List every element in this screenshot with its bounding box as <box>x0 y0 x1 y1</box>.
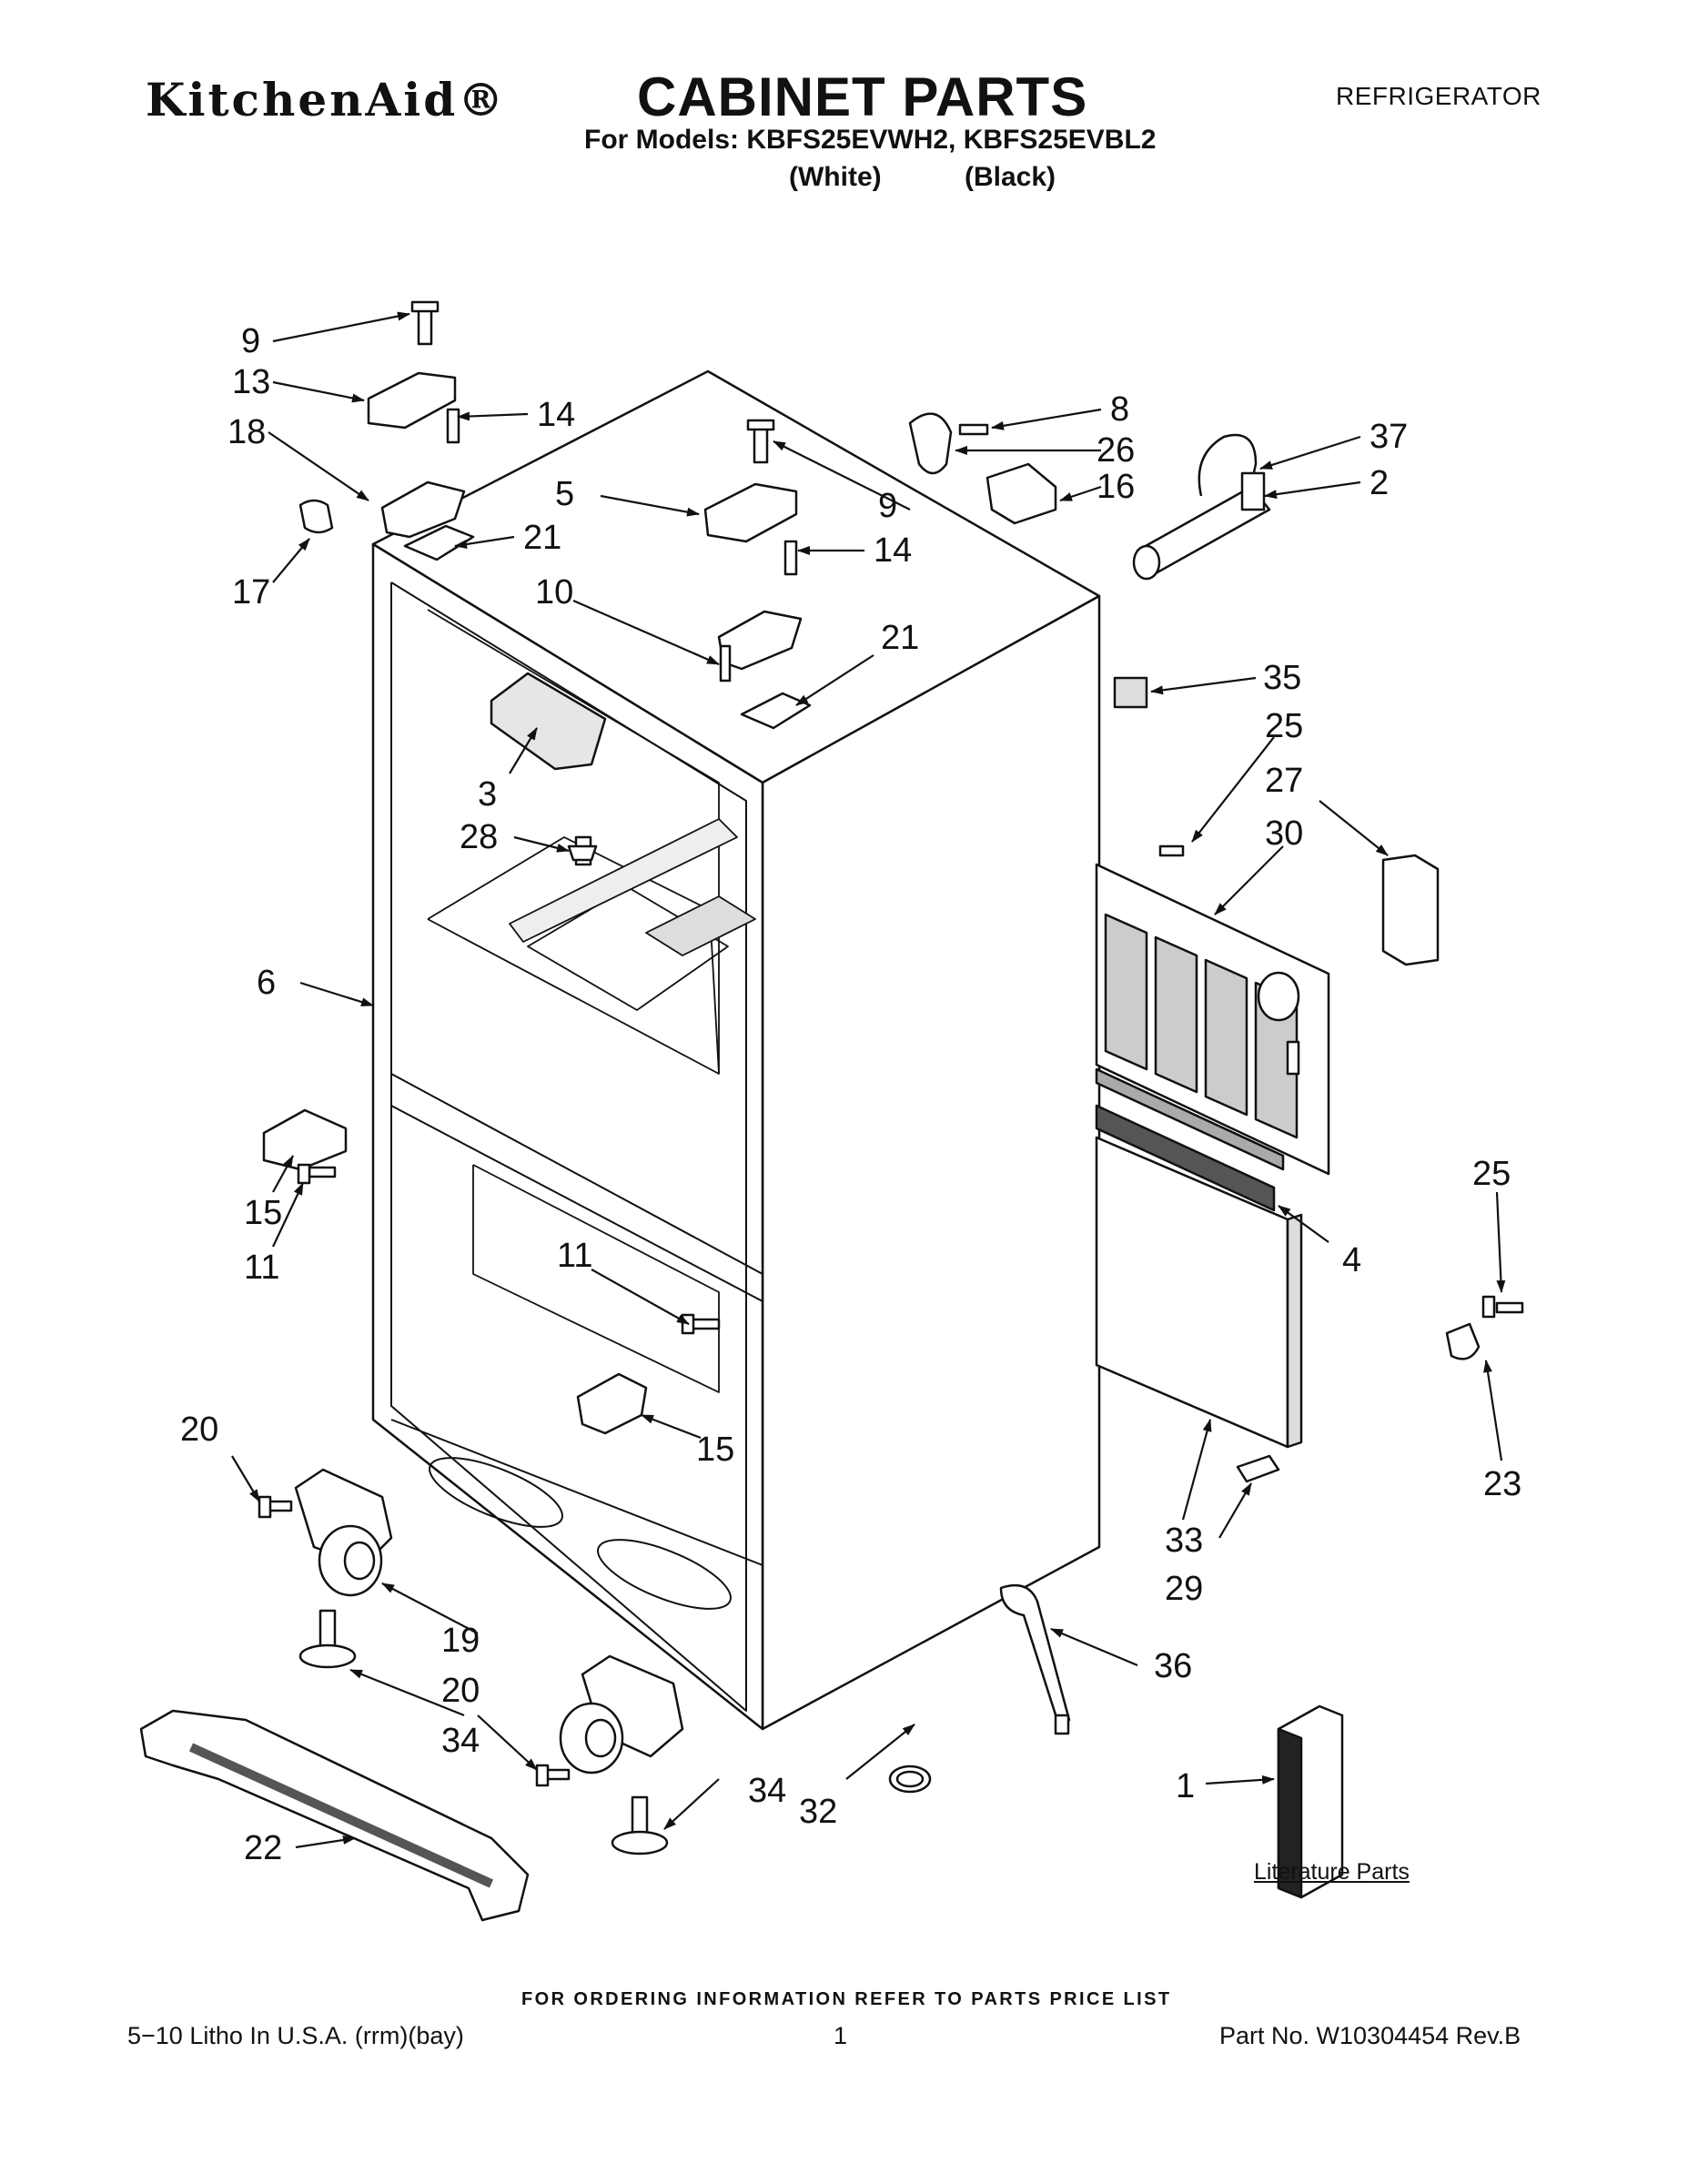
wrench-tool <box>999 1583 1071 1735</box>
callout-32: 32 <box>799 1793 837 1831</box>
callout-5: 5 <box>555 475 574 513</box>
callout-34-left: 34 <box>441 1722 480 1760</box>
callout-35: 35 <box>1263 659 1301 697</box>
models-line: For Models: KBFS25EVWH2, KBFS25EVBL2 <box>584 125 1157 155</box>
callout-1: 1 <box>1176 1767 1195 1805</box>
filler-strip <box>1095 1067 1285 1212</box>
callout-8: 8 <box>1110 390 1129 429</box>
callout-25-lower: 25 <box>1472 1155 1511 1193</box>
literature-parts-label: Literature Parts <box>1254 1859 1410 1885</box>
model-color-white: (White) <box>789 162 882 192</box>
callout-17: 17 <box>232 573 270 612</box>
model-color-black: (Black) <box>965 162 1056 192</box>
top-right-hinge <box>703 419 812 730</box>
toe-grille <box>139 1709 530 1922</box>
drain-grommet <box>888 1764 932 1794</box>
callout-23: 23 <box>1483 1465 1521 1503</box>
callout-25-upper: 25 <box>1265 707 1303 745</box>
callout-28: 28 <box>460 818 498 856</box>
callout-6: 6 <box>257 964 276 1002</box>
side-channel-27 <box>1381 854 1440 966</box>
callout-16: 16 <box>1097 468 1135 506</box>
callout-33: 33 <box>1165 1522 1203 1560</box>
callout-29: 29 <box>1165 1570 1203 1608</box>
callout-27: 27 <box>1265 762 1303 800</box>
brand-logo: KitchenAid® <box>146 73 507 126</box>
callout-34-right: 34 <box>748 1772 786 1810</box>
callout-30: 30 <box>1265 814 1303 853</box>
callout-2: 2 <box>1370 464 1389 502</box>
leveling-leg-right <box>611 1795 669 1855</box>
callout-22: 22 <box>244 1829 282 1867</box>
callout-15-mid: 15 <box>696 1431 734 1469</box>
callout-19: 19 <box>441 1622 480 1660</box>
rear-grille-panel <box>1095 863 1330 1176</box>
callout-13: 13 <box>232 363 270 401</box>
callout-36: 36 <box>1154 1647 1192 1685</box>
callout-18: 18 <box>227 413 266 451</box>
front-roller-right <box>535 1654 684 1787</box>
document-type: REFRIGERATOR <box>1336 82 1541 110</box>
callout-21-left: 21 <box>523 519 561 557</box>
cabinet-body <box>371 369 1101 1731</box>
top-left-hinge <box>298 300 475 561</box>
leader-lines <box>231 311 1506 1849</box>
callout-37: 37 <box>1370 418 1408 456</box>
callout-20-right: 20 <box>441 1672 480 1710</box>
litho-line: 5−10 Litho In U.S.A. (rrm)(bay) <box>127 2022 464 2049</box>
literature-parts-booklet <box>1277 1704 1344 1899</box>
page-number: 1 <box>834 2022 848 2049</box>
callout-labels: 9 13 14 18 17 21 5 9 14 10 21 8 26 16 37… <box>180 322 1521 1867</box>
pipe-clamp <box>1445 1295 1524 1360</box>
lower-access-panel <box>1095 1136 1303 1449</box>
leveling-leg-left <box>298 1609 357 1669</box>
callout-21-right: 21 <box>881 619 919 657</box>
small-clip-29 <box>1236 1454 1280 1483</box>
callout-11-left: 11 <box>244 1249 279 1287</box>
callout-4: 4 <box>1342 1241 1361 1279</box>
callout-11-mid: 11 <box>557 1237 592 1275</box>
page-title: CABINET PARTS <box>637 66 1088 127</box>
callout-14-left: 14 <box>537 396 575 434</box>
control-housing <box>490 672 607 866</box>
callout-15-left: 15 <box>244 1194 282 1232</box>
front-roller-left <box>258 1468 393 1597</box>
callout-14-right: 14 <box>874 531 912 570</box>
callout-26: 26 <box>1097 431 1135 470</box>
callout-10: 10 <box>535 573 573 612</box>
callout-20-left: 20 <box>180 1410 218 1449</box>
ordering-note: FOR ORDERING INFORMATION REFER TO PARTS … <box>521 1989 1172 2009</box>
callout-9-top-left: 9 <box>241 322 260 360</box>
callout-9-top-right: 9 <box>878 487 897 525</box>
callout-3: 3 <box>478 775 497 814</box>
left-side-hinge <box>262 1108 348 1185</box>
water-valve-assembly <box>1132 433 1271 581</box>
part-number: Part No. W10304454 Rev.B <box>1219 2022 1521 2049</box>
top-small-parts <box>908 412 1185 857</box>
